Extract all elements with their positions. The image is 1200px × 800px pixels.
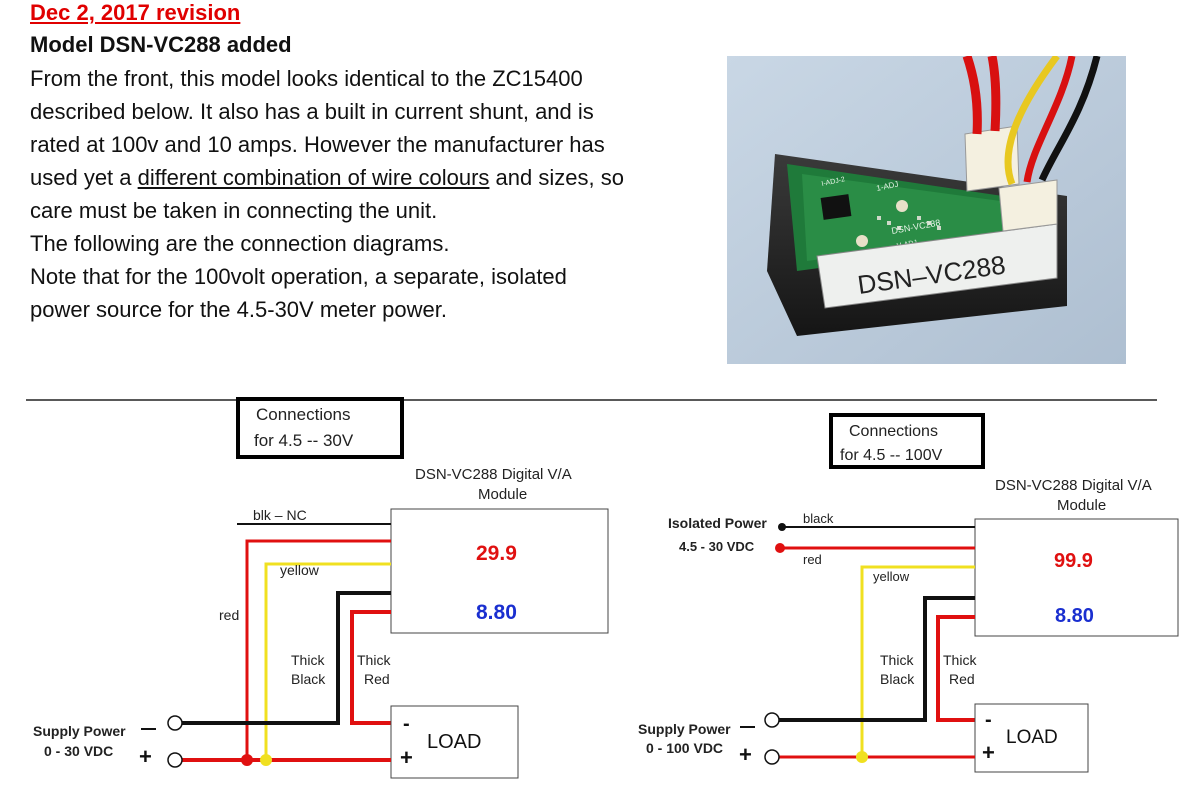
supply-minus-terminal	[167, 715, 183, 731]
module-caption: DSN-VC288 Digital V/A	[415, 466, 572, 483]
thick-red-label: Thick	[943, 652, 977, 668]
red-wire	[245, 539, 391, 760]
load-box	[974, 703, 1089, 773]
yellow-label: yellow	[873, 569, 910, 584]
thick-black-wire	[182, 591, 391, 725]
diagram-title: Connections	[849, 423, 938, 440]
supply-range: 0 - 30 VDC	[44, 743, 113, 759]
description-line: The following are the connection diagram…	[30, 231, 450, 256]
module-caption: Module	[478, 486, 527, 503]
thick-red-label: Thick	[357, 652, 391, 668]
adj-marking: I-ADJ-2	[821, 176, 846, 188]
isolated-range: 4.5 - 30 VDC	[679, 539, 755, 554]
revision-heading: Dec 2, 2017 revision	[30, 0, 241, 25]
title-box	[829, 413, 985, 469]
description-paragraph: From the front, this model looks identic…	[30, 62, 730, 326]
isolated-label: Isolated Power	[668, 515, 767, 531]
diagram-title: Connections	[256, 405, 351, 424]
yellow-wire	[264, 562, 391, 760]
title-box	[236, 397, 404, 459]
yellow-wire	[860, 565, 975, 757]
supply-plus-sign: +	[139, 744, 152, 769]
current-reading: 8.80	[476, 601, 517, 624]
thick-red-wire	[350, 610, 391, 725]
description-line: described below. It also has a built in …	[30, 99, 594, 124]
supply-range: 0 - 100 VDC	[646, 740, 723, 756]
thick-black-label: Thick	[291, 652, 325, 668]
module-caption: Module	[1057, 497, 1106, 514]
meter-module	[974, 518, 1179, 637]
load-box	[390, 705, 519, 779]
load-minus: -	[985, 709, 992, 731]
black-label: black	[803, 511, 834, 526]
junction-dot	[856, 751, 868, 763]
thick-black-label: Thick	[880, 652, 914, 668]
description-line: used yet a different combination of wire…	[30, 161, 730, 194]
description-line: care must be taken in connecting the uni…	[30, 198, 438, 223]
description-line: From the front, this model looks identic…	[30, 66, 583, 91]
voltage-reading: 99.9	[1054, 550, 1093, 572]
diagram-30v: Connections for 4.5 -- 30V DSN-VC288 Dig…	[33, 397, 609, 779]
red-label: red	[219, 607, 239, 623]
isolated-red-dot	[775, 543, 785, 553]
diagram-subtitle: for 4.5 -- 100V	[840, 447, 943, 464]
description-line: Note that for the 100volt operation, a s…	[30, 264, 567, 289]
red-label: red	[803, 552, 822, 567]
load-minus: -	[403, 713, 410, 735]
thick-black-label: Black	[291, 671, 326, 687]
isolated-black-dot	[778, 523, 786, 531]
meter-module	[390, 508, 609, 634]
load-label: LOAD	[427, 731, 481, 753]
supply-plus-terminal	[167, 752, 183, 768]
current-reading: 8.80	[1055, 605, 1094, 627]
description-text: used yet a	[30, 165, 138, 190]
description-line: rated at 100v and 10 amps. However the m…	[30, 132, 605, 157]
module-photo: DSN-VC288 1-ADJ I-ADJ-2 U-ADJ DSN–VC288	[727, 56, 1126, 364]
description-line: power source for the 4.5-30V meter power…	[30, 297, 447, 322]
junction-dot	[260, 754, 272, 766]
module-caption: DSN-VC288 Digital V/A	[995, 477, 1152, 494]
supply-plus-terminal	[764, 749, 780, 765]
thick-red-label: Red	[949, 671, 975, 687]
load-plus: +	[982, 740, 995, 765]
load-plus: +	[400, 745, 413, 770]
diagram-subtitle: for 4.5 -- 30V	[254, 431, 354, 450]
diagram-100v: Connections for 4.5 -- 100V DSN-VC288 Di…	[638, 413, 1179, 773]
thick-black-wire	[779, 596, 975, 722]
supply-minus-terminal	[764, 712, 780, 728]
model-added-heading: Model DSN-VC288 added	[30, 32, 292, 57]
yellow-label: yellow	[280, 562, 320, 578]
junction-dot	[241, 754, 253, 766]
blk-nc-label: blk – NC	[253, 507, 307, 523]
thick-red-wire	[936, 615, 975, 722]
wire-colours-link[interactable]: different combination of wire colours	[137, 165, 490, 190]
voltage-reading: 29.9	[476, 542, 517, 565]
thick-red-label: Red	[364, 671, 390, 687]
supply-label: Supply Power	[33, 723, 126, 739]
supply-label: Supply Power	[638, 721, 731, 737]
thick-black-label: Black	[880, 671, 915, 687]
supply-plus-sign: +	[739, 742, 752, 767]
description-text: and sizes, so	[489, 165, 624, 190]
load-label: LOAD	[1006, 727, 1058, 748]
